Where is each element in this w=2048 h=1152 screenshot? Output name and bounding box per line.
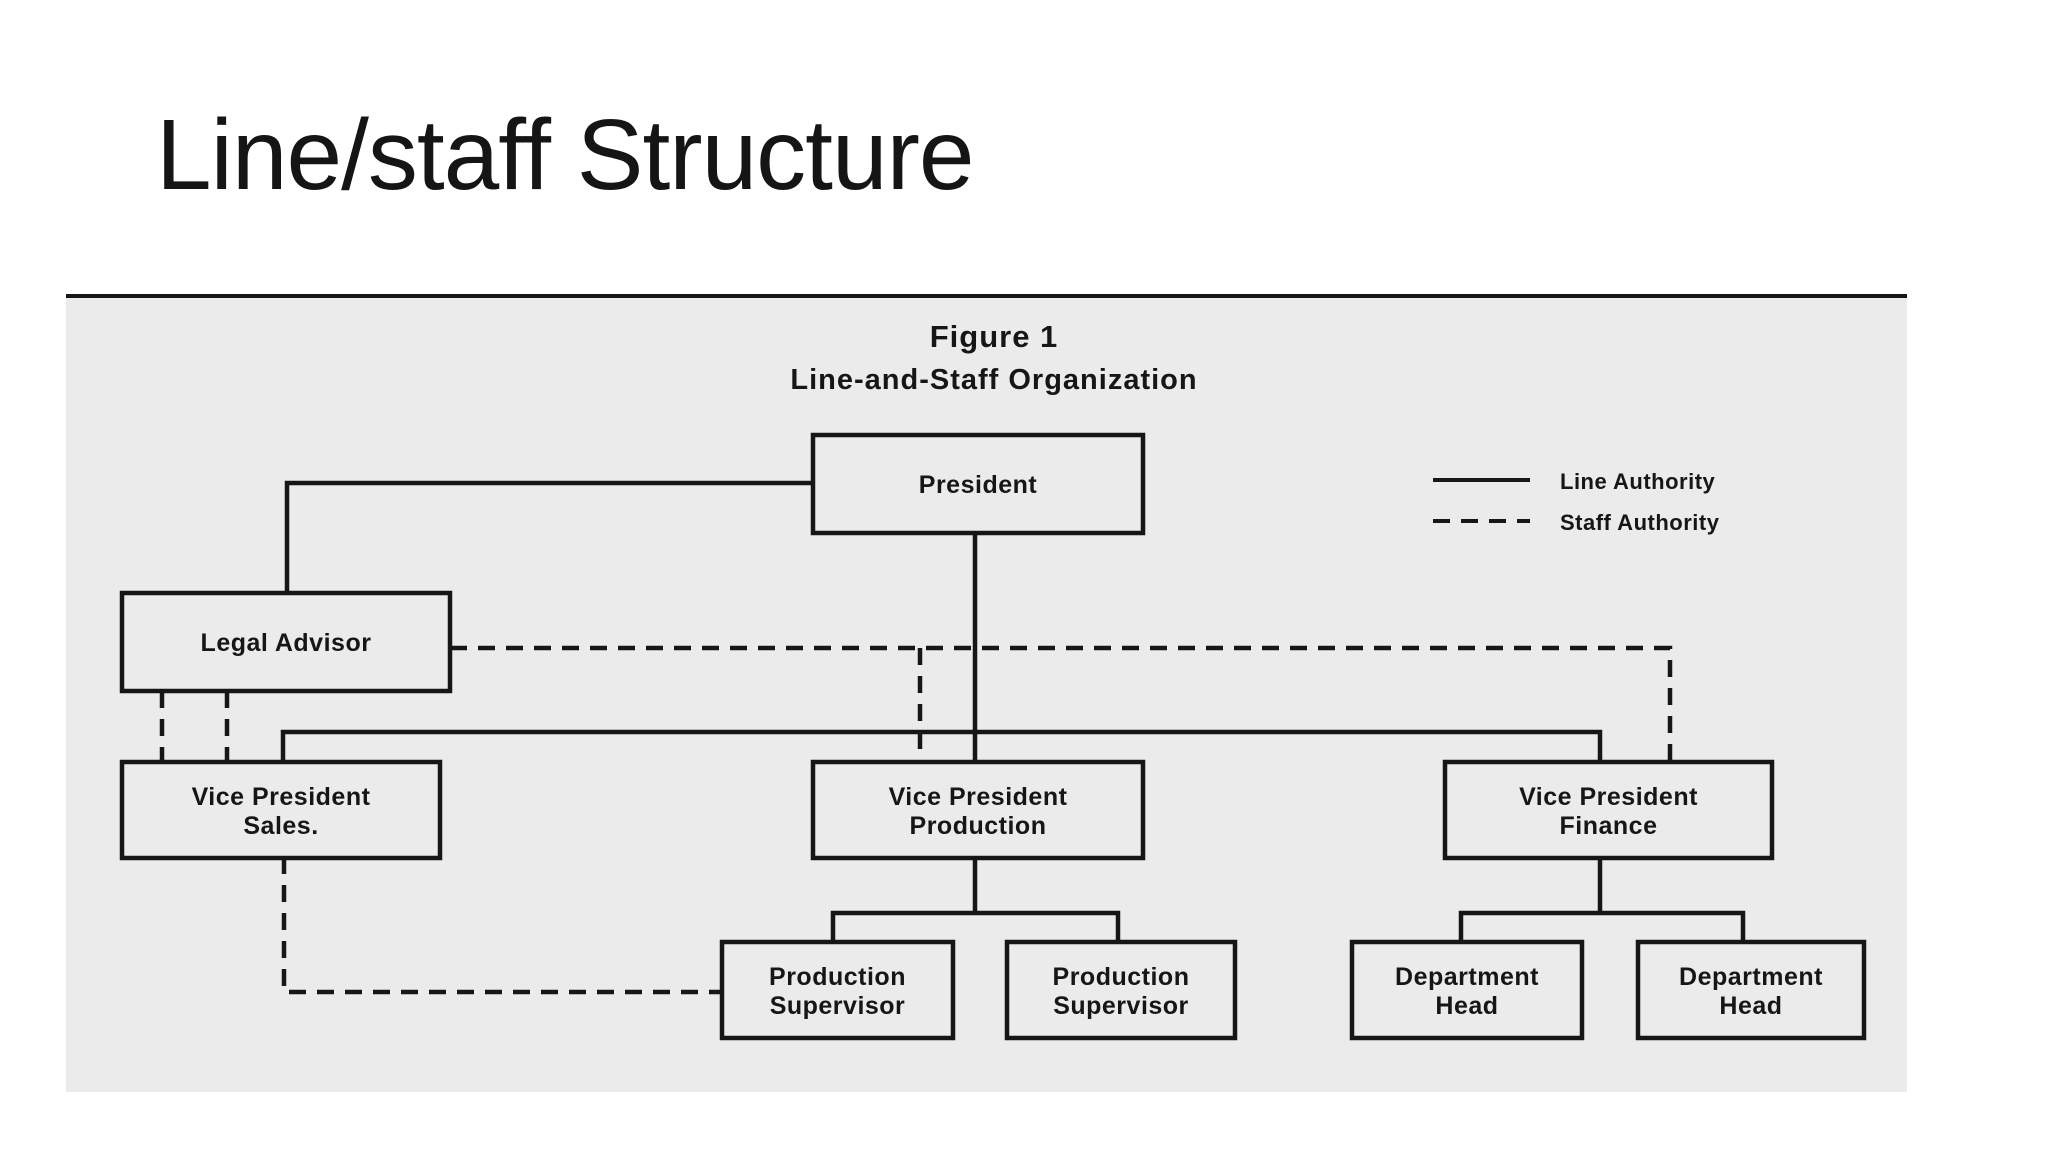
legend-line-authority-label: Line Authority — [1560, 469, 1716, 494]
edge-supervisors-connector — [830, 910, 1121, 942]
org-node-box — [1635, 939, 1867, 1041]
legend-staff-authority-label: Staff Authority — [1560, 510, 1720, 535]
slide-title: Line/staff Structure — [156, 99, 974, 211]
org-node-president: President — [810, 432, 1146, 536]
edge-vp-sales-staff-supervisor — [281, 857, 722, 995]
org-node-box — [1004, 939, 1238, 1041]
org-node-box — [119, 759, 443, 861]
edges-layer — [159, 480, 1746, 995]
edge-legal-advisor-staff-line — [450, 645, 1673, 762]
legend: Line Authority Staff Authority — [1433, 469, 1720, 535]
org-node-box — [119, 590, 453, 694]
edge-vp-row-connector — [280, 729, 1603, 762]
edge-department-heads-connector — [1458, 910, 1746, 942]
org-node-box — [719, 939, 956, 1041]
edge-president-to-legal-advisor — [284, 480, 813, 593]
org-node-box — [1349, 939, 1585, 1041]
figure-subtitle: Line-and-Staff Organization — [790, 364, 1197, 396]
org-node-label: President — [919, 471, 1038, 499]
org-node-label: Legal Advisor — [201, 629, 372, 657]
org-node-box — [810, 432, 1146, 536]
org-node-box — [1442, 759, 1775, 861]
org-node-box — [810, 759, 1146, 861]
org-node-legal-advisor: Legal Advisor — [119, 590, 453, 694]
figure-title: Figure 1 — [930, 319, 1059, 354]
